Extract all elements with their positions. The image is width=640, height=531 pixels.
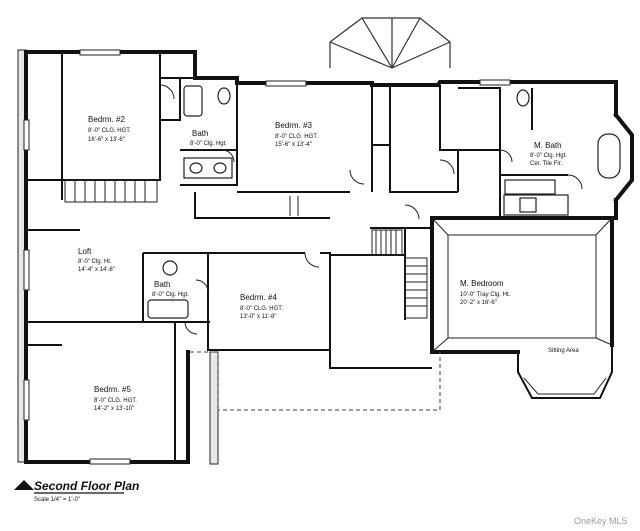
stair-upper <box>64 179 158 203</box>
bedrm4-name: Bedrm. #4 <box>240 293 277 302</box>
bedrm3-size: 15'-6" x 13'-4" <box>275 142 312 148</box>
stair-center <box>289 196 428 319</box>
mbedroom-height: 10'-0" Tray Clg. Ht. <box>460 292 511 298</box>
room-bedrm2-label: Bedrm. #2 8'-0" CLG. HGT. 16'-6" x 13'-6… <box>88 115 131 143</box>
plan-title-block: Second Floor Plan Scale 1/4" = 1'-0" <box>14 479 139 503</box>
plan-title: Second Floor Plan <box>34 479 139 493</box>
bath1-name: Bath <box>192 129 208 138</box>
room-bedrm4-label: Bedrm. #4 8'-0" CLG. HGT. 13'-0" x 11'-8… <box>240 293 283 320</box>
plan-scale: Scale 1/4" = 1'-0" <box>34 497 80 503</box>
bedrm2-size: 16'-6" x 13'-6" <box>88 137 125 143</box>
room-bath2-label: Bath 8'-0" Clg. Hgt. <box>152 280 189 298</box>
room-loft-label: Loft 8'-0" Clg. Ht. 14'-4" x 14'-8" <box>78 247 115 273</box>
sitting-area-name: Sitting Area <box>548 348 579 354</box>
loft-height: 8'-0" Clg. Ht. <box>78 259 112 265</box>
loft-size: 14'-4" x 14'-8" <box>78 267 115 273</box>
loft-name: Loft <box>78 247 92 256</box>
bath2-height: 8'-0" Clg. Hgt. <box>152 292 189 298</box>
doors <box>159 84 583 335</box>
bedrm4-height: 8'-0" CLG. HGT. <box>240 306 283 312</box>
north-arrow-icon <box>14 480 34 490</box>
bedrm5-height: 8'-0" CLG. HGT. <box>94 398 137 404</box>
mbedroom-name: M. Bedroom <box>460 279 504 288</box>
porch-roof-outline <box>190 351 441 411</box>
bedrm5-name: Bedrm. #5 <box>94 385 131 394</box>
bedrm3-name: Bedrm. #3 <box>275 121 312 130</box>
room-mbath-label: M. Bath 8'-0" Clg. Hgt. Cer. Tile Flr. <box>530 141 567 167</box>
bath2-name: Bath <box>154 280 170 289</box>
bedrm4-size: 13'-0" x 11'-8" <box>240 314 276 320</box>
bedrm5-size: 14'-2" x 13'-10" <box>94 406 134 412</box>
room-mbedroom-label: M. Bedroom 10'-0" Tray Clg. Ht. 20'-2" x… <box>460 279 511 306</box>
room-bedrm3-label: Bedrm. #3 8'-0" CLG. HGT. 15'-6" x 13'-4… <box>275 121 318 148</box>
mbath-floor: Cer. Tile Flr. <box>530 161 562 167</box>
room-bedrm5-label: Bedrm. #5 8'-0" CLG. HGT. 14'-2" x 13'-1… <box>94 385 137 412</box>
interior-walls <box>26 52 614 462</box>
room-bath1-label: Bath 8'-0" Clg. Hgt. <box>190 129 227 147</box>
mbath-height: 8'-0" Clg. Hgt. <box>530 153 567 159</box>
mbedroom-size: 20'-2" x 16'-6" <box>460 300 497 306</box>
bedrm3-height: 8'-0" CLG. HGT. <box>275 134 318 140</box>
tray-ceiling <box>431 217 613 395</box>
room-sitting-label: Sitting Area <box>548 348 579 354</box>
windows <box>23 49 511 465</box>
watermark: OneKey MLS <box>574 516 628 526</box>
roof-dormer <box>329 17 451 69</box>
bedrm2-name: Bedrm. #2 <box>88 115 125 124</box>
mbath-name: M. Bath <box>534 141 562 150</box>
bath1-height: 8'-0" Clg. Hgt. <box>190 141 227 147</box>
bath-fixtures <box>147 85 621 319</box>
bedrm2-height: 8'-0" CLG. HGT. <box>88 128 131 134</box>
